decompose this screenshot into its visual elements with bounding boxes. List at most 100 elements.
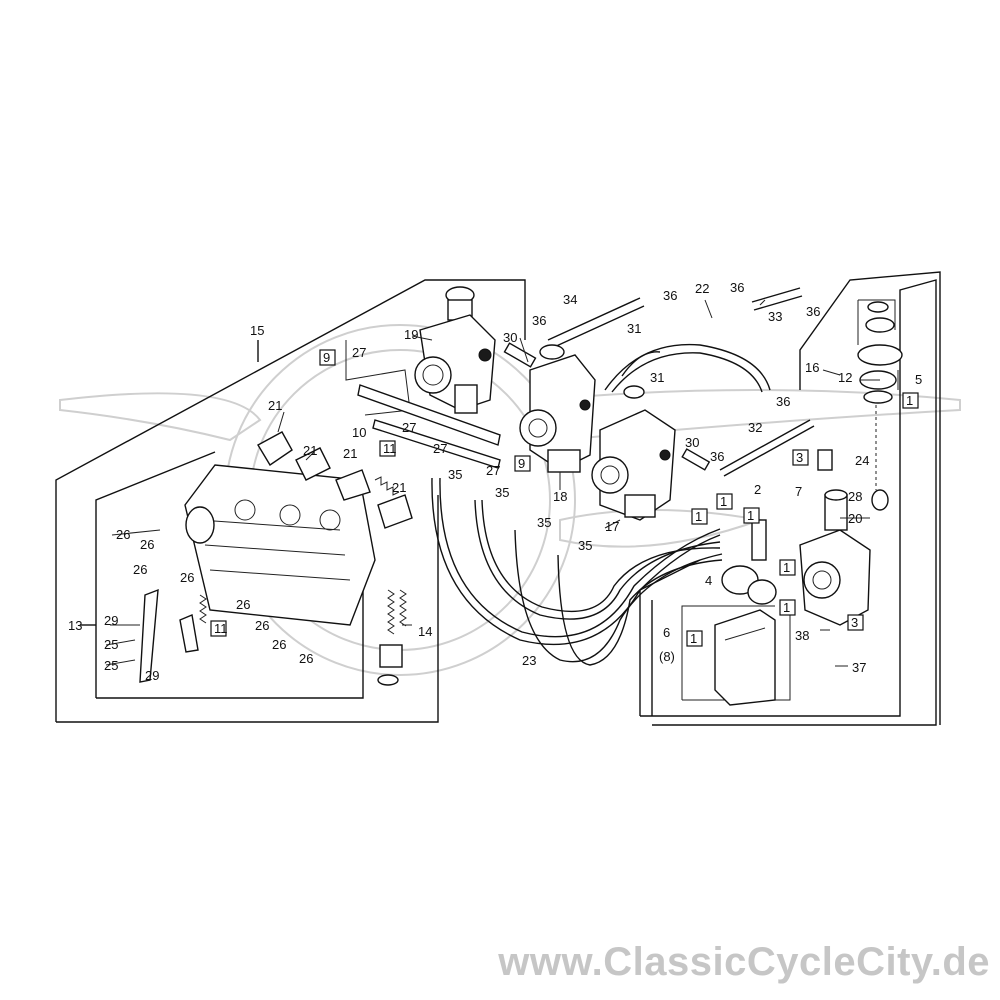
part-label-p11: 11 [214, 621, 228, 636]
part-label-p5: 5 [915, 372, 922, 387]
part-label-p1: 1 [783, 600, 790, 615]
label-box [319, 349, 336, 366]
tube-32 [719, 419, 815, 477]
intake-boot-21-d [377, 494, 413, 529]
linkage-bar-10 [345, 340, 501, 469]
part-label-p25: 25 [104, 658, 118, 673]
label-box [716, 493, 733, 510]
part-label-p14: 14 [418, 624, 432, 639]
part-label-p16: 16 [805, 360, 819, 375]
part-label-p21: 21 [268, 398, 282, 413]
part-label-p26: 26 [180, 570, 194, 585]
part-label-p27: 27 [352, 345, 366, 360]
part-label-p37: 37 [852, 660, 866, 675]
part-label-p30: 30 [503, 330, 517, 345]
group-frame-13 [80, 451, 364, 699]
label-box [514, 455, 531, 472]
spring-14 [377, 589, 407, 686]
label-box [686, 630, 703, 647]
label-box [847, 614, 864, 631]
part-label-p1: 1 [695, 509, 702, 524]
part-label-p29: 29 [145, 668, 159, 683]
part-label-p26: 26 [236, 597, 250, 612]
part-label-p18: 18 [553, 489, 567, 504]
label-box [743, 507, 760, 524]
cylinder-head-13 [184, 464, 376, 626]
part-label-p6: 6 [663, 625, 670, 640]
part-label-p15: 15 [250, 323, 264, 338]
float-bowl-6 [714, 609, 776, 706]
part-label-p38: 38 [795, 628, 809, 643]
part-label-p2: 2 [754, 482, 761, 497]
part-label-p10: 10 [352, 425, 366, 440]
cap-assembly-12 [817, 301, 903, 511]
part-label-p35: 35 [578, 538, 592, 553]
label-box [779, 559, 796, 576]
intake-boot-21-a [257, 431, 293, 466]
part-label-p32: 32 [748, 420, 762, 435]
part-label-p1: 1 [690, 631, 697, 646]
label-box [792, 449, 809, 466]
part-label-p19: 19 [404, 327, 418, 342]
leader-lines [105, 299, 899, 667]
part-label-p13: 13 [68, 618, 82, 633]
part-label-p1: 1 [783, 560, 790, 575]
carburetor-18 [519, 344, 596, 473]
part-label-p1: 1 [906, 393, 913, 408]
part-label-p34: 34 [563, 292, 577, 307]
part-label-p26: 26 [133, 562, 147, 577]
group-frame-16 [639, 271, 941, 726]
part-label-p26: 26 [299, 651, 313, 666]
fuel-hose-23 [431, 477, 723, 666]
intake-boot-21-c [335, 469, 371, 501]
part-label-p28: 28 [848, 489, 862, 504]
part-label-p1: 1 [720, 494, 727, 509]
group-frame-6 [681, 605, 791, 701]
group-frame-12 [857, 299, 896, 345]
label-box [779, 599, 796, 616]
part-label-p9: 9 [323, 350, 330, 365]
part-label-p12: 12 [838, 370, 852, 385]
tube-34 [547, 297, 645, 349]
carburetor-17 [591, 385, 676, 521]
part-label-p26: 26 [116, 527, 130, 542]
part-label-p26: 26 [272, 637, 286, 652]
part-label-p35: 35 [448, 467, 462, 482]
part-label-p29: 29 [104, 613, 118, 628]
part-label-p26: 26 [140, 537, 154, 552]
part-label-p21: 21 [303, 443, 317, 458]
part-label-p4: 4 [705, 573, 712, 588]
part-label-p31: 31 [627, 321, 641, 336]
carburetor-19 [414, 286, 496, 414]
part-label-p35: 35 [537, 515, 551, 530]
group-frame-15 [55, 279, 526, 723]
part-label-p22: 22 [695, 281, 709, 296]
part-label-p11: 11 [383, 441, 397, 456]
site-watermark: www.ClassicCycleCity.de [498, 940, 990, 984]
part-label-p35: 35 [495, 485, 509, 500]
part-label-p27: 27 [486, 463, 500, 478]
part-label-p3: 3 [796, 450, 803, 465]
label-box [210, 620, 227, 637]
part-label-p33: 33 [768, 309, 782, 324]
part-label-p26: 26 [255, 618, 269, 633]
vent-hose-31 [604, 343, 771, 393]
intake-boot-21-b [295, 447, 331, 481]
part-label-p1: 1 [747, 508, 754, 523]
part-label-p27: 27 [433, 441, 447, 456]
part-label-p25: 25 [104, 637, 118, 652]
spring-11 [199, 476, 400, 624]
part-label-p21: 21 [392, 480, 406, 495]
carburetor-20 [799, 489, 871, 626]
label-box [379, 440, 396, 457]
part-label-p36: 36 [663, 288, 677, 303]
tube-33 [751, 287, 803, 311]
part-label-p7: 7 [795, 484, 802, 499]
part-label-p36: 36 [776, 394, 790, 409]
part-label-p6alt: (8) [659, 649, 675, 664]
part-label-p31: 31 [650, 370, 664, 385]
lever-29 [139, 588, 199, 683]
part-label-p27: 27 [402, 420, 416, 435]
